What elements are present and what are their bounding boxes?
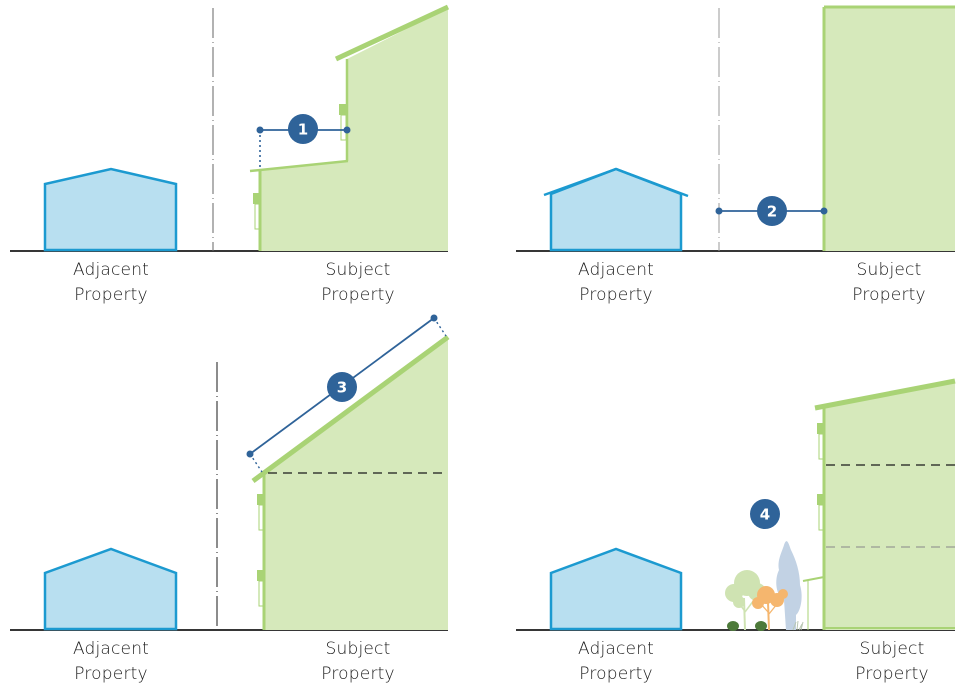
label-line: Adjacent (72, 260, 150, 280)
badge-3 (327, 372, 357, 402)
label-line: Subject (859, 639, 925, 659)
label-line: Property (579, 285, 653, 305)
badge-1 (288, 114, 318, 144)
label-line: Property (579, 664, 653, 684)
landscaping-buffer (725, 541, 804, 631)
badge-2-number: 2 (767, 203, 777, 221)
window-balcony (257, 570, 264, 581)
badge-3-number: 3 (337, 379, 347, 397)
dimension-extension (249, 453, 263, 473)
label-line: Subject (856, 260, 922, 280)
adjacent-roof-left (543, 167, 617, 197)
shrub-icon (727, 621, 739, 631)
window-balcony (253, 193, 260, 204)
subject-property-label: Subject Property (809, 258, 963, 308)
badge-1-number: 1 (298, 121, 308, 139)
subject-roof-lower (249, 159, 349, 173)
window-frame (254, 203, 261, 230)
shrub-icon (755, 621, 767, 631)
badge-4 (750, 499, 780, 529)
window-balcony (339, 104, 346, 115)
panel-4: 4 (516, 378, 956, 631)
panel-2: 2 (516, 5, 955, 252)
panel-3: 3 (10, 314, 450, 631)
grass-icon (792, 620, 804, 631)
window-balcony (257, 494, 264, 505)
dimension-endpoint (820, 207, 828, 215)
adjacent-property-label: Adjacent Property (31, 637, 191, 687)
label-line: Subject (325, 639, 391, 659)
subject-property-label: Subject Property (278, 258, 438, 308)
label-line: Subject (325, 260, 391, 280)
adjacent-property-label: Adjacent Property (536, 258, 696, 308)
adjacent-property-label: Adjacent Property (31, 258, 191, 308)
dimension-extension (433, 317, 447, 337)
subject-roof-upper (334, 4, 450, 62)
window-frame (258, 580, 265, 607)
subject-property-label: Subject Property (278, 637, 438, 687)
dimension-endpoint (256, 126, 264, 134)
dimension-endpoint (715, 207, 723, 215)
label-line: Adjacent (72, 639, 150, 659)
panel-1: 1 (10, 4, 450, 252)
canopy (802, 576, 825, 582)
subject-building (264, 338, 448, 630)
subject-building (260, 8, 448, 251)
adjacent-house (549, 547, 683, 631)
cypress-tree-icon (776, 541, 802, 630)
adjacent-roof-right (615, 167, 689, 198)
subject-building (824, 7, 955, 251)
badge-2 (757, 196, 787, 226)
label-line: Adjacent (577, 260, 655, 280)
label-line: Property (74, 664, 148, 684)
window-frame (818, 504, 825, 531)
window-balcony (817, 423, 824, 434)
window-balcony (817, 494, 824, 505)
window-frame (258, 504, 265, 531)
dimension-endpoint (343, 126, 351, 134)
subject-building (824, 381, 955, 630)
dimension-endpoint (430, 314, 438, 322)
label-line: Property (321, 664, 395, 684)
window-frame (818, 433, 825, 460)
adjacent-property-label: Adjacent Property (536, 637, 696, 687)
label-line: Property (852, 285, 926, 305)
adjacent-house (43, 547, 178, 631)
orange-tree-icon (752, 586, 788, 631)
adjacent-house (549, 167, 683, 252)
label-line: Adjacent (577, 639, 655, 659)
label-line: Property (74, 285, 148, 305)
label-line: Property (321, 285, 395, 305)
label-line: Property (855, 664, 929, 684)
dimension-endpoint (246, 450, 254, 458)
subject-roof (814, 378, 956, 411)
subject-property-label: Subject Property (812, 637, 963, 687)
subject-angular-roof (251, 334, 450, 484)
adjacent-house (43, 167, 178, 252)
badge-4-number: 4 (760, 506, 770, 524)
